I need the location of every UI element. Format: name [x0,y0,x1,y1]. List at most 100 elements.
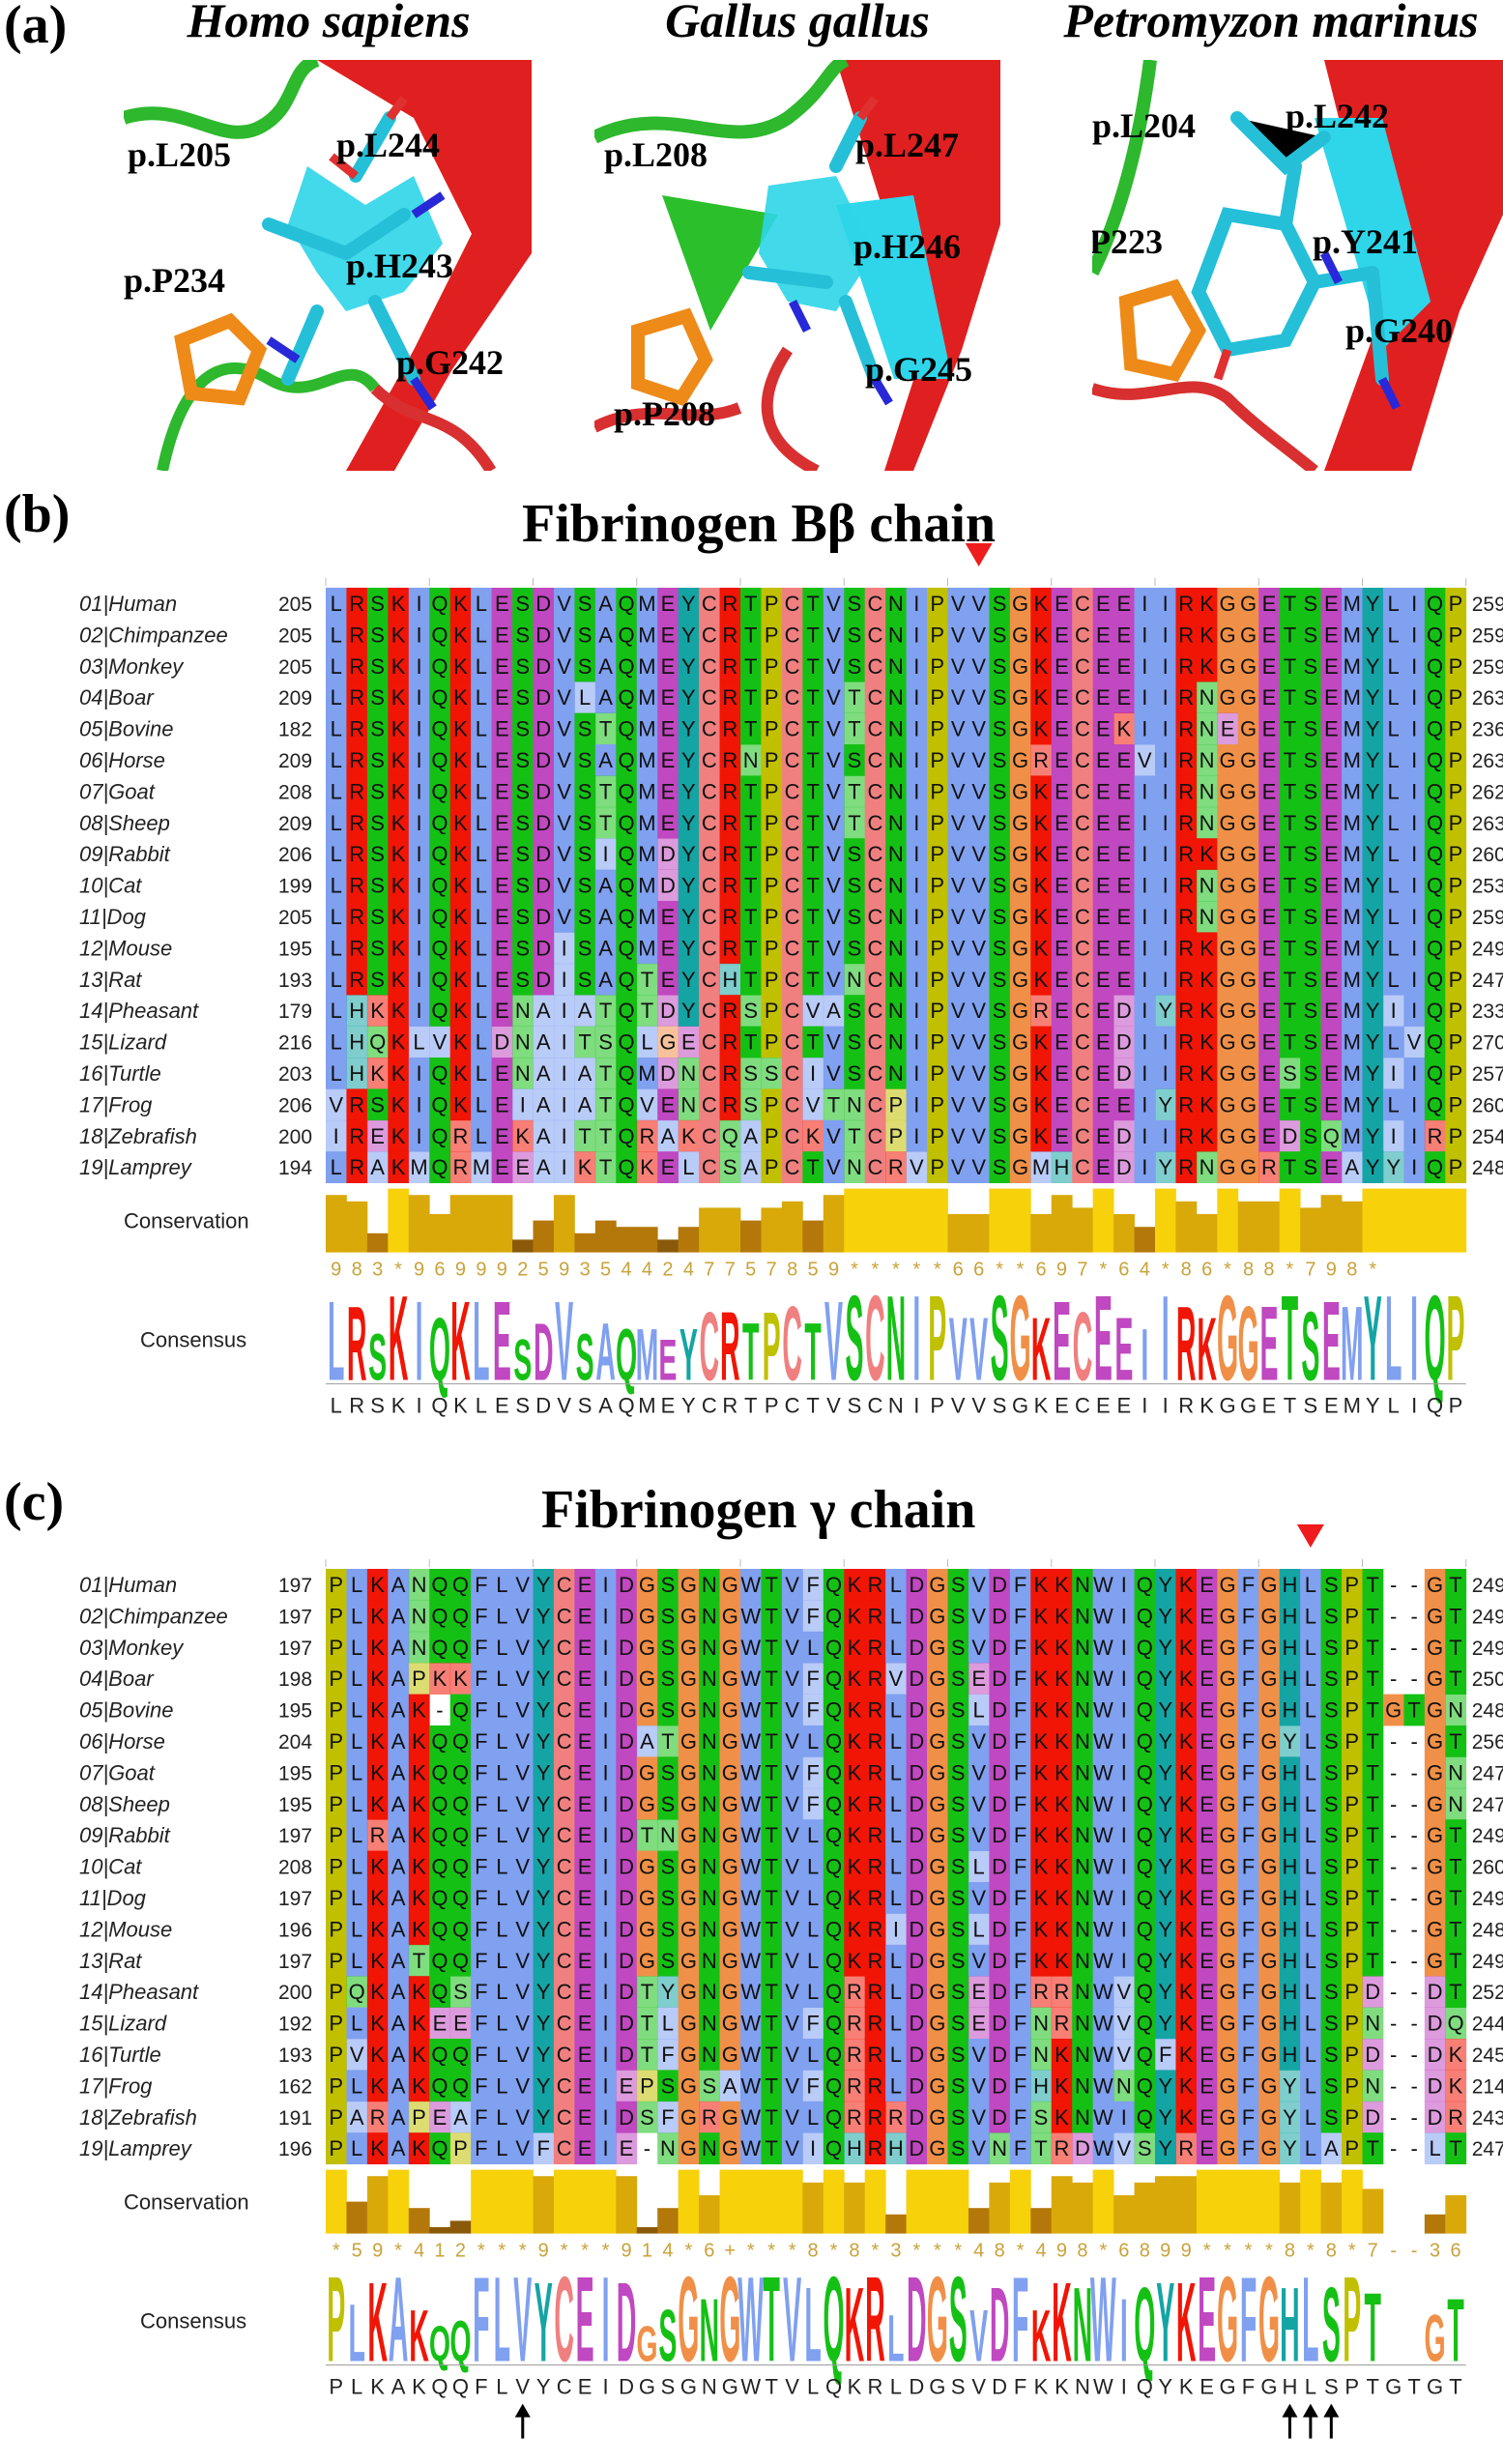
consensus-residue: D [535,1394,551,1418]
residue-letter: Y [536,1886,551,1910]
residue-letter: N [1200,717,1215,741]
residue-letter: D [619,1917,634,1941]
conservation-bar [1300,1207,1321,1253]
residue-cell [1113,775,1135,808]
residue-cell [823,869,845,902]
conservation-score: 8 [1243,1260,1254,1281]
residue-letter: Q [431,1949,448,1973]
residue-letter: M [638,811,655,835]
residue-letter: C [557,1980,572,2004]
logo-letter: P [1343,2253,1361,2388]
residue-letter: Y [1366,685,1380,710]
structure-label: p.G245 [865,350,972,389]
residue-cell [574,1058,596,1089]
residue-letter: C [557,1760,572,1784]
residue-cell [761,588,783,620]
residue-cell [1382,744,1404,776]
residue-letter: V [1407,1030,1422,1055]
residue-cell [326,995,347,1027]
end-position: 260 [1472,844,1503,866]
conservation-score: 9 [559,1260,569,1281]
residue-cell [1279,1088,1301,1121]
residue-letter: N [888,936,904,960]
residue-letter: C [867,717,882,741]
residue-letter: A [578,999,593,1023]
residue-cell [1072,1026,1094,1058]
conservation-bar [740,1220,762,1253]
residue-letter: N [888,779,904,803]
logo-letter: V [783,2253,801,2388]
residue-letter: K [391,1124,406,1148]
consensus-residue: Q [431,1394,448,1418]
residue-letter: I [1142,936,1147,960]
residue-cell [1113,869,1135,902]
residue-letter: I [913,874,919,898]
residue-letter: P [329,2136,343,2160]
residue-letter: D [1116,1061,1132,1086]
residue-cell [823,963,845,996]
end-position: 259 [1472,594,1503,616]
residue-letter: L [496,1760,507,1784]
conservation-bar [594,1220,617,1253]
residue-cell [1258,995,1281,1027]
residue-cell [388,963,410,996]
residue-cell [1362,1026,1384,1058]
residue-letter: E [1324,936,1339,960]
residue-cell [823,1058,845,1089]
residue-cell [802,1119,824,1152]
residue-cell [616,744,638,776]
residue-letter: I [416,999,421,1023]
residue-letter: N [743,748,759,772]
residue-letter: W [1093,1980,1113,2004]
residue-letter: S [1324,1823,1339,1847]
residue-cell [346,775,368,808]
residue-letter: T [1366,1636,1378,1660]
residue-cell [989,1088,1011,1121]
residue-letter: - [1410,1792,1417,1816]
residue-letter: I [1163,874,1169,898]
residue-cell [1342,806,1363,839]
residue-letter: V [971,1124,986,1148]
residue-letter: I [603,2105,609,2130]
residue-letter: L [496,1823,507,1847]
residue-letter: S [578,905,593,929]
residue-letter: L [1388,936,1400,960]
residue-cell [1362,1151,1384,1183]
residue-cell [491,1569,513,1601]
end-position: 253 [1472,876,1503,898]
residue-letter: P [329,2105,343,2130]
residue-letter: L [807,1823,819,1847]
residue-cell [844,775,866,808]
residue-cell [1030,963,1053,996]
residue-letter: - [1390,2043,1397,2067]
residue-letter: E [1096,905,1111,929]
residue-letter: N [847,968,862,992]
residue-letter: L [807,1917,819,1941]
start-position: 208 [278,781,312,803]
residue-letter: Q [618,874,634,898]
residue-cell [657,1151,679,1183]
residue-cell [1445,1119,1467,1152]
conservation-score: 7 [725,1260,736,1281]
residue-letter: Q [825,2105,842,2130]
logo-letter: Q [429,2315,450,2371]
residue-letter: - [1410,1667,1417,1691]
residue-letter: K [370,1698,385,1723]
residue-letter: Q [452,2073,469,2098]
residue-letter: K [1200,623,1214,647]
residue-cell [1051,775,1073,808]
residue-letter: S [1304,1092,1318,1116]
residue-letter: G [929,1855,945,1879]
residue-cell [1403,901,1426,933]
residue-cell [326,650,347,682]
structure-label: p.P208 [614,394,715,433]
residue-letter: T [1449,1949,1461,1973]
residue-letter: S [1138,2136,1152,2160]
residue-cell [533,901,555,933]
residue-letter: R [867,1636,882,1660]
residue-cell [885,588,907,620]
residue-cell [989,838,1011,870]
residue-letter: V [557,874,571,898]
conservation-bar [1092,1188,1114,1253]
residue-letter: D [909,1792,924,1816]
